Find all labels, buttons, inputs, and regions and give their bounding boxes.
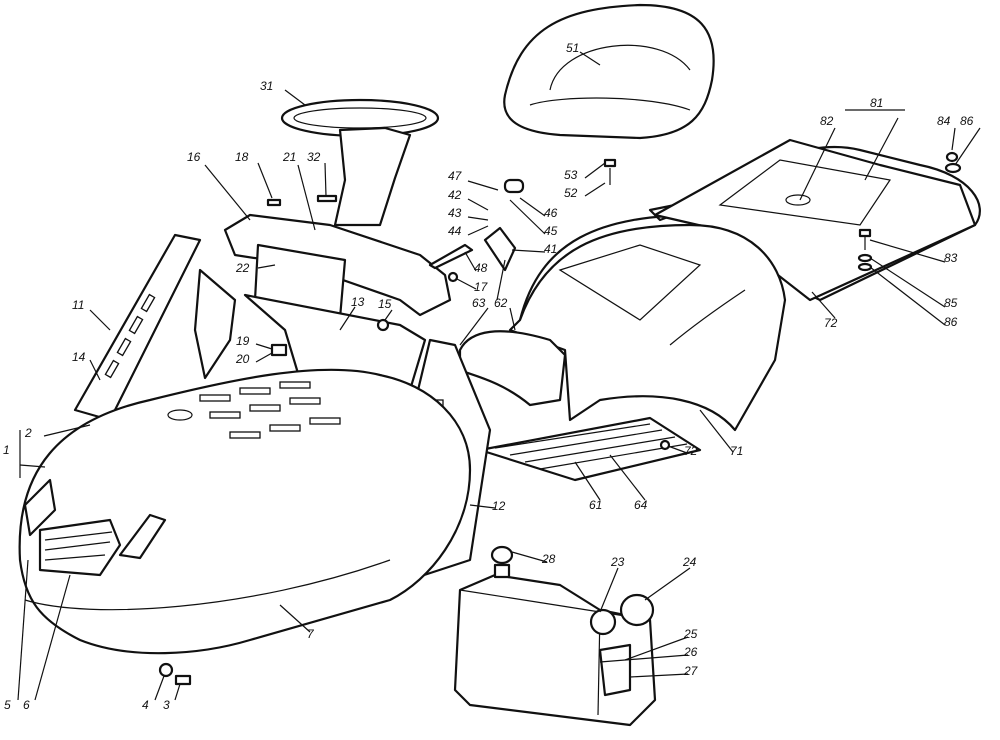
callout-47: 47 bbox=[448, 169, 462, 183]
callout-43: 43 bbox=[448, 206, 462, 220]
callout-62: 62 bbox=[494, 296, 508, 310]
callout-72: 72 bbox=[824, 316, 838, 330]
callout-13: 13 bbox=[351, 295, 365, 309]
callout-1: 1 bbox=[3, 443, 10, 457]
callout-23: 23 bbox=[611, 555, 625, 569]
callout-26: 26 bbox=[684, 645, 698, 659]
callout-83: 83 bbox=[944, 251, 958, 265]
callout-32: 32 bbox=[307, 150, 321, 164]
callout-44: 44 bbox=[448, 224, 462, 238]
callout-72: 72 bbox=[684, 444, 698, 458]
callout-12: 12 bbox=[492, 499, 506, 513]
callout-63: 63 bbox=[472, 296, 486, 310]
callout-86: 86 bbox=[944, 315, 958, 329]
callout-7: 7 bbox=[307, 627, 314, 641]
callout-46: 46 bbox=[544, 206, 558, 220]
callout-28: 28 bbox=[542, 552, 556, 566]
callout-61: 61 bbox=[589, 498, 603, 512]
callout-52: 52 bbox=[564, 186, 578, 200]
callout-19: 19 bbox=[236, 334, 250, 348]
callout-41: 41 bbox=[544, 242, 558, 256]
callout-42: 42 bbox=[448, 188, 462, 202]
dashboard bbox=[223, 213, 452, 392]
fuel-tank bbox=[453, 545, 657, 727]
callout-6: 6 bbox=[23, 698, 30, 712]
callout-45: 45 bbox=[544, 224, 558, 238]
callout-17: 17 bbox=[474, 280, 488, 294]
callout-53: 53 bbox=[564, 168, 578, 182]
callout-21: 21 bbox=[283, 150, 297, 164]
callout-18: 18 bbox=[235, 150, 249, 164]
callout-14: 14 bbox=[72, 350, 86, 364]
callout-84: 84 bbox=[937, 114, 951, 128]
callout-3: 3 bbox=[163, 698, 170, 712]
callout-31: 31 bbox=[260, 79, 274, 93]
callout-51: 51 bbox=[566, 41, 580, 55]
callout-15: 15 bbox=[378, 297, 392, 311]
callout-48: 48 bbox=[474, 261, 488, 275]
callout-82: 82 bbox=[820, 114, 834, 128]
callout-22: 22 bbox=[236, 261, 250, 275]
callout-20: 20 bbox=[236, 352, 250, 366]
steering-wheel bbox=[280, 98, 440, 227]
seat bbox=[503, 3, 715, 140]
callout-5: 5 bbox=[4, 698, 11, 712]
callout-25: 25 bbox=[684, 627, 698, 641]
callout-11: 11 bbox=[72, 298, 85, 312]
hardware bbox=[158, 151, 962, 686]
rear-fender bbox=[508, 138, 981, 432]
callout-24: 24 bbox=[683, 555, 697, 569]
callout-71: 71 bbox=[730, 444, 744, 458]
callout-16: 16 bbox=[187, 150, 201, 164]
hood bbox=[18, 368, 472, 655]
callout-27: 27 bbox=[684, 664, 698, 678]
footmat bbox=[478, 416, 702, 482]
callout-2: 2 bbox=[25, 426, 32, 440]
callout-86: 86 bbox=[960, 114, 974, 128]
callout-64: 64 bbox=[634, 498, 648, 512]
leader-lines bbox=[17, 51, 981, 701]
callout-4: 4 bbox=[142, 698, 149, 712]
callout-85: 85 bbox=[944, 296, 958, 310]
callout-81: 81 bbox=[870, 96, 884, 110]
